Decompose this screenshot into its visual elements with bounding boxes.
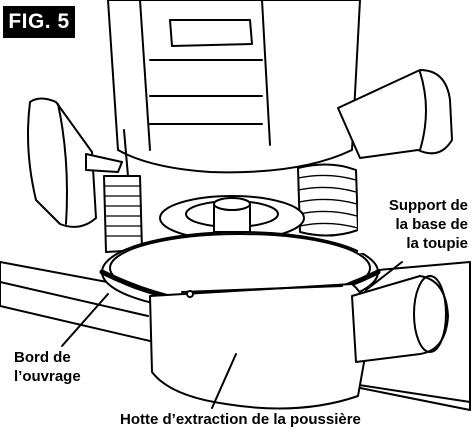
- callout-router-base-support: Support de la base de la toupie: [358, 196, 468, 253]
- callout-workpiece-edge: Bord de l’ouvrage: [14, 348, 110, 386]
- leader-bord: [61, 293, 109, 347]
- thread-column-left: [103, 175, 143, 253]
- figure-label: FIG. 5: [3, 6, 75, 38]
- hose-port: [351, 275, 449, 363]
- leader-hotte: [211, 353, 237, 409]
- callout-line: la base de: [395, 216, 468, 233]
- dust-hood: [149, 283, 370, 410]
- left-handle: [27, 97, 97, 228]
- callout-line: Support de: [388, 197, 468, 214]
- callout-line: l’ouvrage: [14, 368, 81, 385]
- leader-support: [365, 261, 403, 291]
- callout-dust-hood: Hotte d’extraction de la poussière: [120, 410, 361, 429]
- callout-line: la toupie: [406, 235, 468, 252]
- callout-line: Bord de: [14, 349, 71, 366]
